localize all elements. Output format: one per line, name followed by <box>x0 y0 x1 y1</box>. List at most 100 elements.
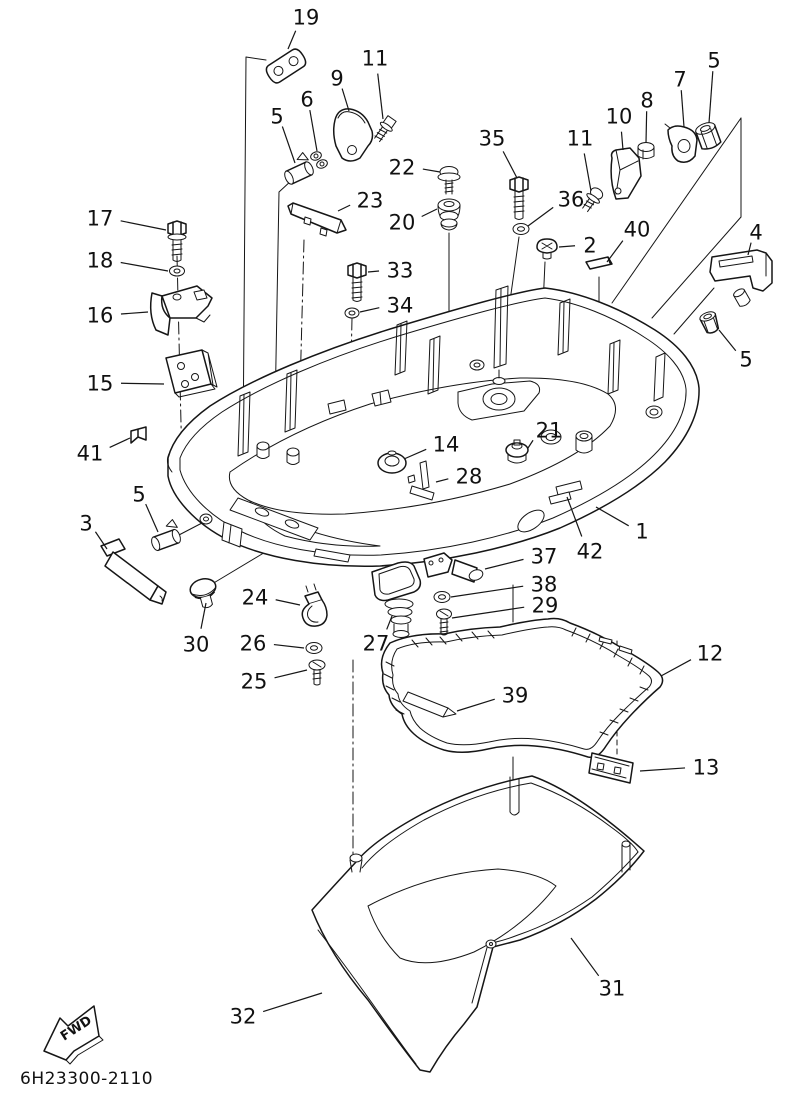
part-27-grommet <box>371 561 422 638</box>
callout-number: 4 <box>749 221 762 245</box>
callout-38: 38 <box>450 573 557 598</box>
callout-5: 5 <box>132 483 159 533</box>
bowl-posts <box>349 840 631 949</box>
callout-14: 14 <box>403 433 459 460</box>
part-28-bracket <box>407 460 435 501</box>
callout-41: 41 <box>77 437 131 466</box>
part-10-bracket <box>610 147 642 200</box>
callout-35: 35 <box>479 127 518 179</box>
callout-40: 40 <box>606 218 651 263</box>
callout-number: 15 <box>87 372 114 396</box>
callout-number: 26 <box>240 632 267 656</box>
callout-number: 39 <box>502 684 529 708</box>
cowling-ribs <box>237 285 666 457</box>
cowling-bosses <box>256 389 663 465</box>
callout-11: 11 <box>567 127 594 192</box>
steering-mount-boss <box>457 359 541 421</box>
callout-number: 16 <box>87 304 114 328</box>
callout-number: 1 <box>635 520 648 544</box>
callout-number: 3 <box>79 512 92 536</box>
callout-25: 25 <box>241 669 308 694</box>
part-21-plug <box>505 439 529 464</box>
callout-19: 19 <box>287 6 320 50</box>
callout-number: 24 <box>242 586 269 610</box>
part-22-screw <box>437 166 461 195</box>
callout-number: 9 <box>330 67 343 91</box>
callout-22: 22 <box>389 156 441 180</box>
callout-7: 7 <box>673 68 687 128</box>
callout-number: 13 <box>693 756 720 780</box>
callout-5: 5 <box>718 329 753 372</box>
callout-13: 13 <box>639 756 720 780</box>
callout-number: 5 <box>270 105 283 129</box>
callout-number: 21 <box>536 419 563 443</box>
bottom-cowling <box>166 285 700 568</box>
callout-number: 5 <box>739 348 752 372</box>
callout-3: 3 <box>79 512 108 550</box>
callout-36: 36 <box>527 188 585 227</box>
callout-15: 15 <box>87 372 165 396</box>
callout-39: 39 <box>456 684 529 712</box>
part-33-bolt <box>347 262 367 302</box>
callout-42: 42 <box>566 496 603 564</box>
part-11-bolt-right <box>582 187 604 213</box>
callout-number: 20 <box>389 211 416 235</box>
callout-number: 41 <box>77 442 104 466</box>
callout-16: 16 <box>87 304 149 328</box>
part-5-clamp-topleft <box>284 152 314 185</box>
callout-number: 23 <box>357 189 384 213</box>
callout-number: 29 <box>532 594 559 618</box>
part-37-cable-clamp <box>423 552 484 583</box>
part-38-washer <box>433 591 451 603</box>
part-5-clamp-left <box>151 519 181 552</box>
callout-33: 33 <box>367 259 413 283</box>
callout-23: 23 <box>337 189 384 213</box>
callout-number: 32 <box>230 1005 257 1029</box>
part-9-bracket <box>332 108 374 162</box>
callout-24: 24 <box>242 586 301 610</box>
callout-34: 34 <box>359 294 414 318</box>
callout-32: 32 <box>230 992 323 1029</box>
part-35-bolt <box>509 176 529 220</box>
part-24-clamp <box>301 583 328 627</box>
callout-number: 11 <box>362 47 389 71</box>
part-18-washer <box>169 265 185 277</box>
part-5-plug-right <box>699 311 720 334</box>
callout-number: 40 <box>624 218 651 242</box>
callout-31: 31 <box>570 937 625 1001</box>
callout-27: 27 <box>363 615 393 656</box>
callout-number: 10 <box>606 105 633 129</box>
callout-number: 11 <box>567 127 594 151</box>
callout-29: 29 <box>451 594 559 619</box>
part-17-bolt <box>167 220 187 262</box>
cowling-oval-hole <box>517 509 545 533</box>
callout-12: 12 <box>660 642 723 677</box>
fwd-arrow: FWD <box>43 1005 104 1065</box>
callout-number: 27 <box>363 632 390 656</box>
callout-number: 18 <box>87 249 114 273</box>
callout-8: 8 <box>640 89 654 144</box>
cowling-left-tip <box>166 451 243 548</box>
callout-number: 17 <box>87 207 114 231</box>
callout-number: 22 <box>389 156 416 180</box>
part-29-screw <box>436 608 452 636</box>
callout-number: 2 <box>583 234 596 258</box>
part-34-washer <box>344 307 360 319</box>
callout-number: 8 <box>640 89 653 113</box>
part-11-bolt-left <box>374 115 397 143</box>
callout-number: 30 <box>183 633 210 657</box>
apron-gasket <box>380 617 664 759</box>
callout-2: 2 <box>558 234 597 258</box>
part-19-plate <box>265 48 307 84</box>
callout-number: 35 <box>479 127 506 151</box>
callout-28: 28 <box>435 465 482 489</box>
callout-number: 36 <box>558 188 585 212</box>
callout-number: 7 <box>673 68 686 92</box>
callout-number: 19 <box>293 6 320 30</box>
callout-11: 11 <box>362 47 389 120</box>
callout-number: 34 <box>387 294 414 318</box>
part-4-handle <box>709 249 773 307</box>
callout-37: 37 <box>484 545 557 570</box>
